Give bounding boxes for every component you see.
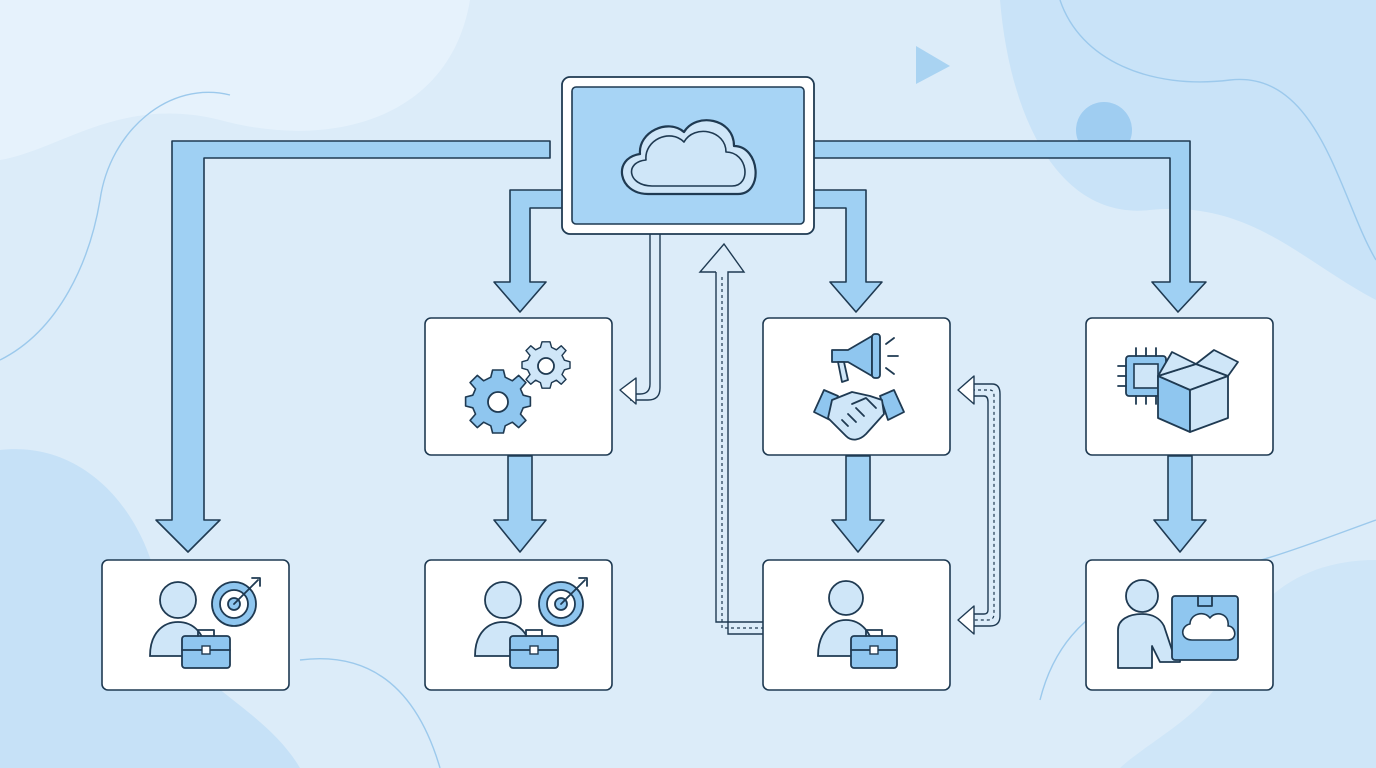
feedback-arrow-thin — [619, 234, 661, 405]
node-marketing-partnerships[interactable] — [762, 317, 951, 456]
briefcase-icon — [850, 629, 898, 669]
gears-icon — [464, 341, 571, 434]
node-employee-goals-1[interactable] — [101, 559, 290, 691]
target-icon — [538, 577, 588, 627]
node-hardware-shipping[interactable] — [1085, 317, 1274, 456]
target-icon — [211, 577, 261, 627]
box-icon — [1157, 349, 1239, 433]
node-operations[interactable] — [424, 317, 613, 456]
connector-marketing-to-employee — [831, 455, 885, 553]
connectors — [155, 140, 1207, 553]
connector-root-to-marketing — [809, 189, 883, 313]
connector-root-to-right — [809, 140, 1207, 313]
connector-root-to-left — [155, 140, 551, 553]
briefcase-icon — [181, 629, 231, 669]
node-employee-3[interactable] — [762, 559, 951, 691]
node-employee-goals-2[interactable] — [424, 559, 613, 691]
cloud-icon — [620, 119, 757, 196]
feedback-arrow-bidirectional — [957, 375, 1001, 635]
briefcase-icon — [509, 629, 559, 669]
cloud-package-icon — [1171, 595, 1239, 661]
node-delivery[interactable] — [1085, 559, 1274, 691]
connector-hardware-to-delivery — [1153, 455, 1207, 553]
connector-root-to-operations — [493, 189, 567, 313]
root-node[interactable] — [561, 76, 815, 235]
megaphone-icon — [831, 333, 899, 383]
feedback-arrow-dashed-up — [698, 242, 764, 635]
connector-operations-to-employee — [493, 455, 547, 553]
handshake-icon — [813, 389, 905, 441]
chip-icon — [1117, 347, 1167, 405]
